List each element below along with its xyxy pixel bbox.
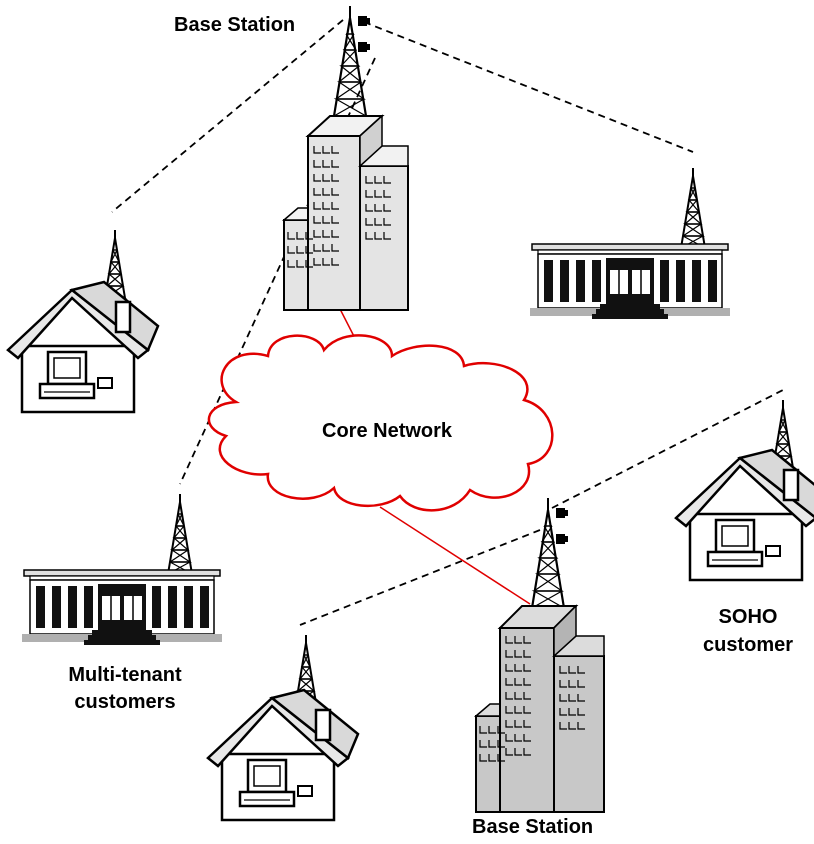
- base-station-label-bottom: Base Station: [472, 816, 594, 838]
- wireless-links: [111, 19, 784, 626]
- soho-label-line2: customer: [702, 634, 794, 656]
- house-customer-left: [6, 229, 160, 414]
- office-building-right: [529, 167, 731, 320]
- multi-tenant-label-line2: customers: [74, 691, 176, 713]
- multi-tenant-label-line1: Multi-tenant: [68, 664, 182, 686]
- soho-customer-house: [674, 399, 814, 582]
- base-station-building-bottom: [473, 496, 605, 813]
- base-station-label-top: Base Station: [174, 14, 296, 36]
- base-station-building-top: [281, 4, 409, 311]
- house-customer-bottom: [206, 634, 360, 822]
- multi-tenant-building: [21, 493, 223, 646]
- core-network-cloud: [207, 334, 554, 512]
- soho-label-line1: SOHO: [718, 606, 778, 628]
- core-network-label: Core Network: [322, 420, 453, 442]
